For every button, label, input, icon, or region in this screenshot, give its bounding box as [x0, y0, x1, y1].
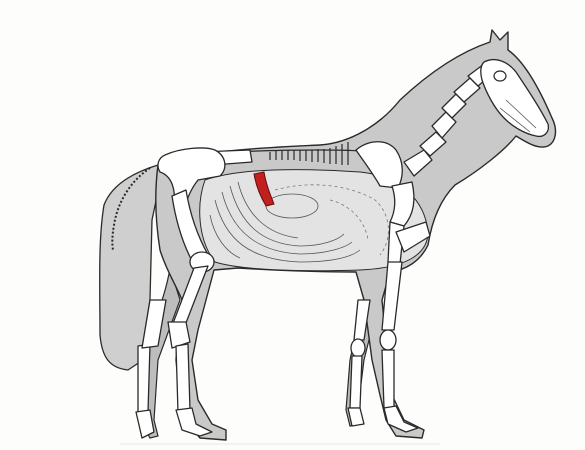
- eye-orbit: [494, 71, 506, 81]
